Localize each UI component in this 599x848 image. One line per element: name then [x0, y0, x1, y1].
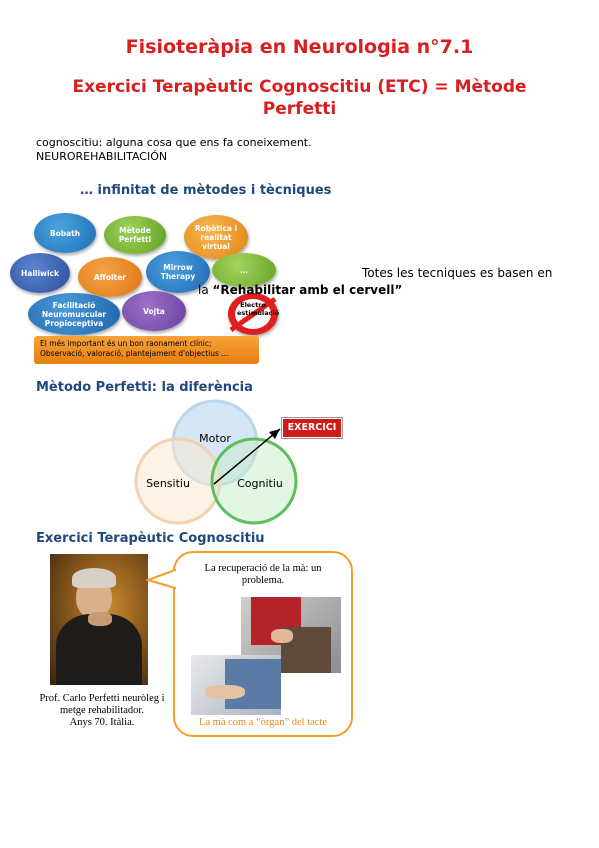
venn-circle-cognitiu: [210, 437, 298, 525]
banner-line-2: Observació, valoració, plantejament d'ob…: [40, 349, 229, 358]
venn-arrowhead: [269, 429, 280, 439]
clinical-reasoning-banner: El més important és un bon raonament clí…: [34, 336, 259, 364]
section3-heading: Exercici Terapèutic Cognoscitiu: [36, 531, 265, 546]
venn-arrow: [213, 428, 281, 485]
electro-label: Electro estimulació: [237, 301, 280, 317]
bubble-ellipsis: ...: [212, 253, 276, 287]
callout-title: La recuperació de la mà: un problema.: [175, 563, 351, 587]
page-subtitle: Exercici Terapèutic Cognoscitiu (ETC) = …: [72, 77, 527, 119]
intro-line-1: cognoscitiu: alguna cosa que ens fa cone…: [36, 136, 312, 149]
note-line-2: la “Rehabilitar amb el cervell”: [198, 283, 402, 297]
methods-graphic: Bobath Mètode Perfetti Robòtica i realit…: [0, 205, 290, 370]
portrait-photo: [50, 554, 148, 685]
bubble-robotica: Robòtica i realitat virtual: [184, 215, 248, 259]
electro-bubble: Electro estimulació: [228, 293, 280, 335]
bubble-affolter: Affolter: [78, 257, 142, 297]
section1-heading: … infinitat de mètodes i tècniques: [80, 183, 332, 198]
note-line-1: Totes les tecniques es basen en: [362, 266, 553, 280]
bubble-vojta: Vojta: [122, 291, 186, 331]
callout-bottom: La mà com a “òrgan” del tacte: [198, 717, 328, 728]
page-title: Fisioteràpia en Neurologia n°7.1: [125, 36, 474, 58]
note-quote: “Rehabilitar amb el cervell”: [212, 283, 403, 297]
intro-line-2: NEUROREHABILITACIÓN: [36, 150, 168, 163]
venn-label-sensitiu: Sensitiu: [146, 477, 190, 490]
venn-diagram: Motor Sensitiu Cognitiu: [134, 399, 298, 525]
section2-heading: Mètodo Perfetti: la diferència: [36, 380, 253, 395]
bubble-halliwick: Halliwick: [10, 253, 70, 293]
caption-line-2: metge rehabilitador.: [60, 705, 144, 716]
bubble-mirrow: Mirrow Therapy: [146, 251, 210, 293]
caption-line-3: Anys 70. Itàlia.: [69, 717, 135, 728]
callout-title-line-2: problema.: [241, 575, 285, 586]
note-prefix: la: [198, 283, 209, 297]
caption-line-1: Prof. Carlo Perfetti neuròleg i: [39, 693, 165, 704]
callout-box: La recuperació de la mà: un problema. La…: [173, 551, 353, 737]
bubble-perfetti: Mètode Perfetti: [104, 216, 166, 254]
portrait-caption: Prof. Carlo Perfetti neuròleg i metge re…: [22, 693, 182, 729]
exercise-label: EXERCICI: [281, 417, 343, 439]
photo-hand-bottom: [191, 655, 281, 715]
banner-line-1: El més important és un bon raonament clí…: [40, 339, 212, 348]
venn-label-cognitiu: Cognitiu: [237, 477, 283, 490]
callout-title-line-1: La recuperació de la mà: un: [204, 563, 322, 574]
venn-label-motor: Motor: [199, 432, 231, 445]
callout-pointer: [146, 568, 176, 590]
bubble-bobath: Bobath: [34, 213, 96, 253]
bubble-fnp: Facilitació Neuromuscular Propioceptiva: [28, 293, 120, 335]
